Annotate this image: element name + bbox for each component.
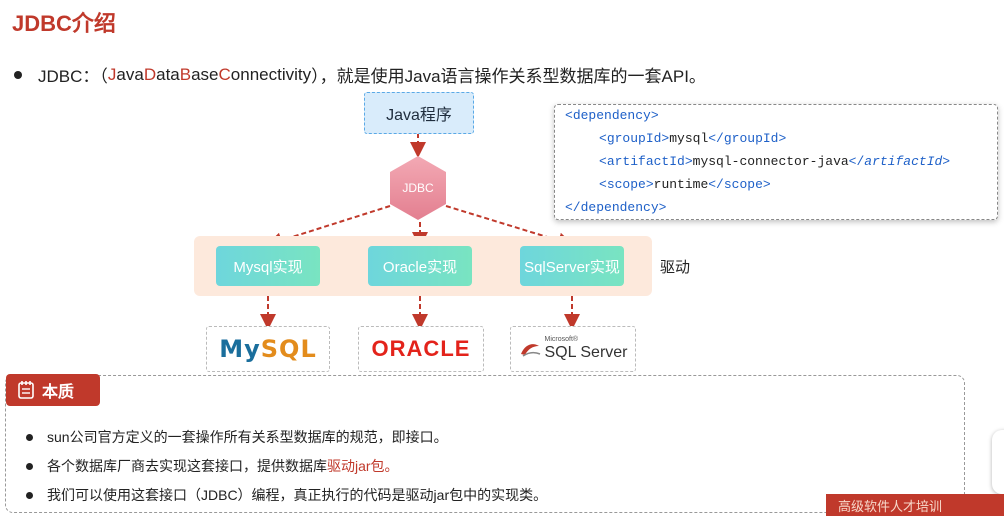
code-line-5: </dependency> — [565, 200, 667, 215]
drivers-label: 驱动 — [660, 259, 691, 276]
driver-mysql: Mysql实现 — [216, 246, 320, 286]
oracle-logo-box: ORACLE — [358, 326, 484, 372]
sqlserver-icon — [520, 344, 540, 357]
jdbc-label: JDBC — [402, 181, 434, 195]
essence-item-1: sun公司官方定义的一套操作所有关系型数据库的规范，即接口。 — [26, 427, 448, 447]
jdbc-hexagon: JDBC — [384, 154, 452, 222]
page-title: JDBC介绍 — [12, 11, 116, 36]
code-line-3: <artifactId>mysql-connector-java</artifa… — [599, 154, 951, 169]
mysql-logo-box: MySQL — [206, 326, 330, 372]
hexagon-icon — [390, 156, 446, 220]
oracle-logo: ORACLE — [371, 336, 471, 361]
essence-item-3: 我们可以使用这套接口（JDBC）编程，真正执行的代码是驱动jar包中的实现类。 — [26, 485, 547, 505]
bullet-icon — [26, 433, 33, 441]
maven-dependency-code: <dependency> <groupId>mysql</groupId> <a… — [554, 104, 998, 220]
code-line-4: <scope>runtime</scope> — [599, 177, 771, 192]
corner-banner: 高级软件人才培训 — [826, 494, 1004, 516]
mysql-logo: MySQL — [219, 335, 317, 363]
bullet-icon — [14, 70, 22, 79]
sqlserver-logo: Microsoft® SQL Server — [519, 336, 628, 362]
bullet-icon — [26, 462, 33, 470]
java-program-box: Java程序 — [364, 92, 474, 134]
essence-tab: 本质 — [6, 374, 100, 406]
notebook-icon — [18, 381, 34, 399]
code-line-1: <dependency> — [565, 108, 659, 123]
bullet-icon — [26, 491, 33, 499]
code-line-2: <groupId>mysql</groupId> — [599, 131, 787, 146]
side-tab-handle[interactable] — [992, 430, 1004, 494]
driver-sqlserver: SqlServer实现 — [520, 246, 624, 286]
sqlserver-logo-box: Microsoft® SQL Server — [510, 326, 636, 372]
driver-oracle: Oracle实现 — [368, 246, 472, 286]
essence-item-2: 各个数据库厂商去实现这套接口，提供数据库驱动jar包。 — [26, 456, 399, 476]
